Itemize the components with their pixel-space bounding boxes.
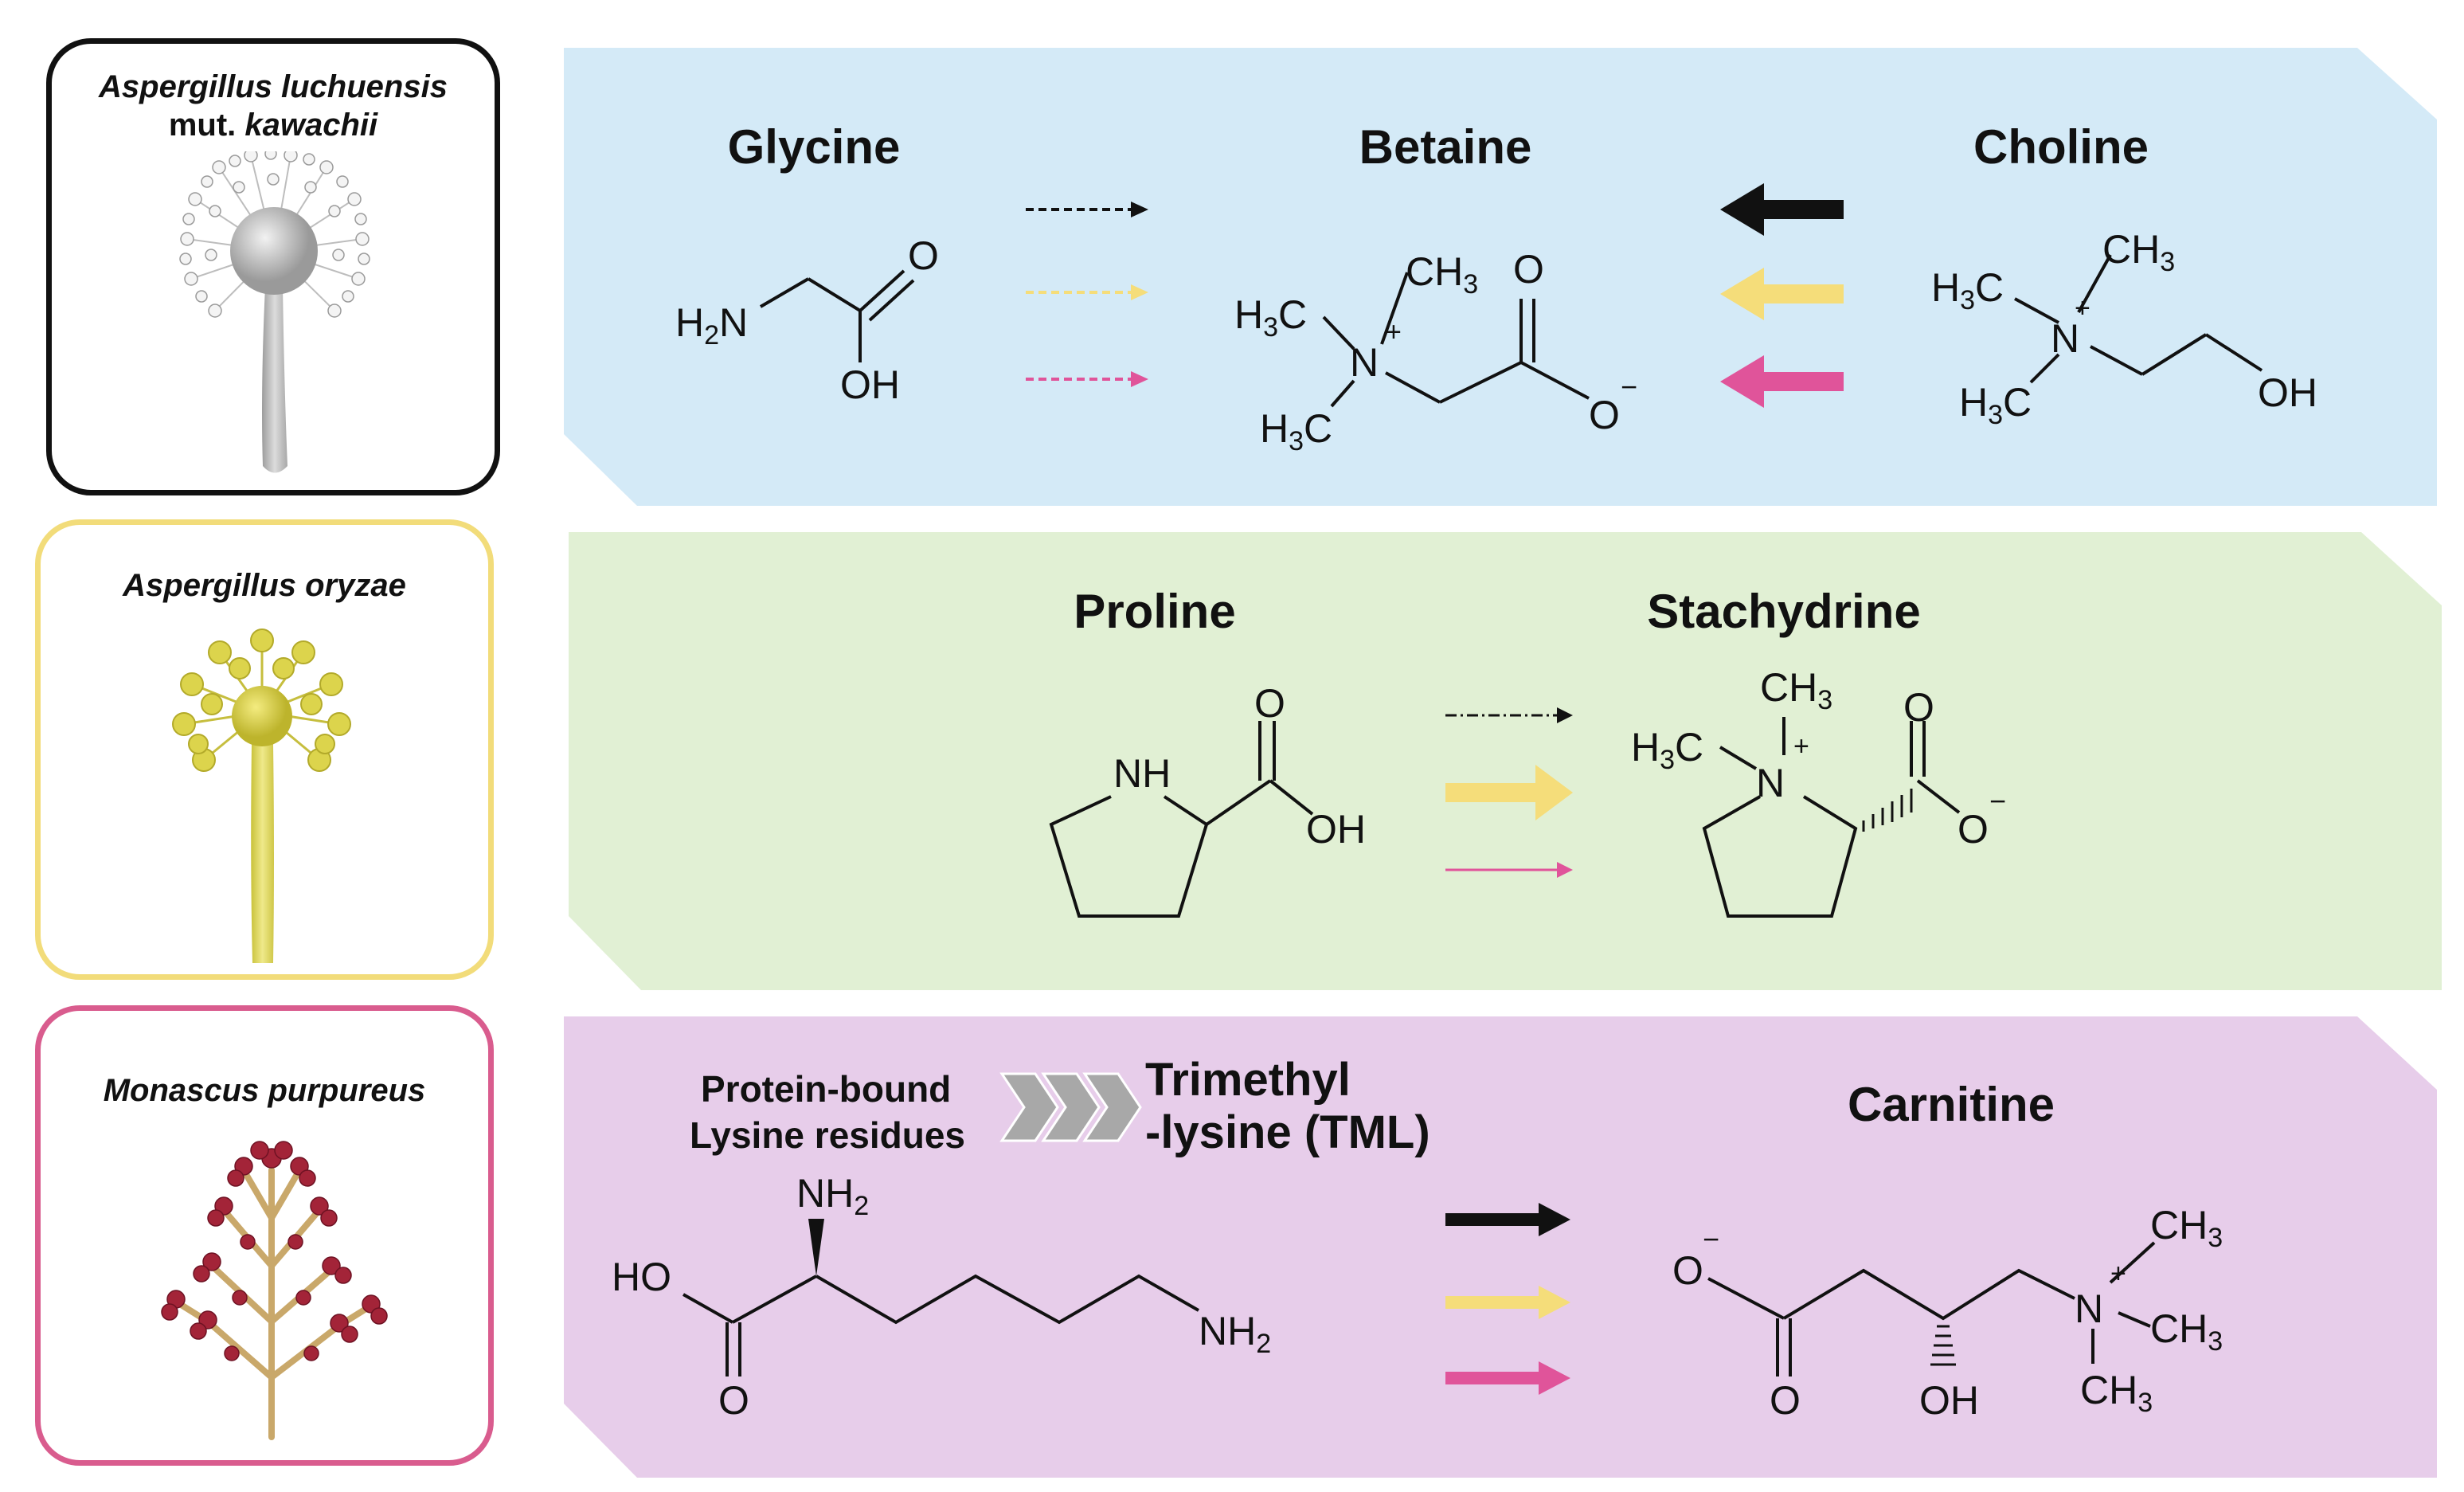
arrow-glycine-to-betaine-black-dashed bbox=[1026, 202, 1148, 217]
arrow-choline-to-betaine-pink bbox=[1720, 355, 1844, 408]
proline-structure bbox=[1049, 721, 1314, 918]
choline-plus: + bbox=[2075, 293, 2090, 323]
carnitine-minus: − bbox=[1703, 1223, 1719, 1255]
betaine-h3c-bottom: H3C bbox=[1260, 406, 1332, 456]
compound-title-choline: Choline bbox=[1973, 120, 2149, 174]
arrow-proline-to-stachydrine-black-dashdot bbox=[1445, 707, 1573, 723]
chevron-arrows-icon bbox=[999, 1072, 1142, 1142]
carnitine-ch3-right: CH3 bbox=[2150, 1306, 2223, 1357]
betaine-o-minus: O bbox=[1589, 393, 1620, 437]
carnitine-n: N bbox=[2075, 1286, 2103, 1331]
compound-title-betaine: Betaine bbox=[1359, 120, 1532, 174]
betaine-n: N bbox=[1350, 340, 1379, 385]
tml-label-line2: -lysine (TML) bbox=[1145, 1106, 1430, 1158]
betaine-plus: + bbox=[1386, 317, 1402, 347]
carnitine-o-minus: O bbox=[1672, 1248, 1703, 1293]
glycine-oh: OH bbox=[840, 362, 900, 407]
carnitine-ch3-top: CH3 bbox=[2150, 1203, 2223, 1253]
stachydrine-structure bbox=[1702, 717, 1961, 918]
carnitine-oh: OH bbox=[1919, 1378, 1979, 1423]
arrow-tml-to-carnitine-black bbox=[1445, 1203, 1570, 1236]
organism-name-monascus: Monascus purpureus bbox=[103, 1073, 426, 1108]
organism-name-kawachii: Aspergillus luchuensis mut. kawachii bbox=[52, 68, 495, 144]
aspergillus-white-conidiophore-icon bbox=[179, 151, 370, 473]
stachydrine-hashed-wedge bbox=[1862, 789, 1913, 832]
tml-label-line1: Trimethyl bbox=[1145, 1054, 1351, 1106]
stachydrine-plus: + bbox=[1793, 731, 1809, 762]
proline-oh: OH bbox=[1306, 807, 1366, 852]
panel-1-background bbox=[564, 48, 2437, 506]
choline-h3c-bottom: H3C bbox=[1959, 380, 2032, 430]
compound-title-carnitine: Carnitine bbox=[1847, 1078, 2055, 1131]
choline-oh: OH bbox=[2258, 370, 2317, 415]
arrow-choline-to-betaine-black bbox=[1720, 183, 1844, 236]
proline-o: O bbox=[1254, 681, 1285, 726]
carnitine-o-bottom: O bbox=[1770, 1378, 1801, 1423]
organism-card-monascus: Monascus purpureus bbox=[35, 1005, 494, 1466]
organism-name-line2-italic: kawachii bbox=[244, 108, 378, 143]
glycine-structure bbox=[759, 269, 915, 362]
choline-n: N bbox=[2051, 316, 2079, 361]
glycine-o: O bbox=[908, 233, 939, 278]
arrow-glycine-to-betaine-yellow-dashed bbox=[1026, 284, 1148, 300]
panel-2-background bbox=[569, 532, 2442, 990]
arrow-proline-to-stachydrine-pink bbox=[1445, 862, 1573, 878]
arrow-proline-to-stachydrine-yellow bbox=[1445, 765, 1573, 820]
arrow-tml-to-carnitine-yellow bbox=[1445, 1286, 1570, 1319]
lysine-structure bbox=[682, 1274, 1199, 1376]
organism-name-line2-plain: mut. bbox=[168, 108, 245, 143]
choline-structure bbox=[2014, 254, 2263, 384]
betaine-minus: − bbox=[1621, 370, 1637, 403]
source-label-line2: Lysine residues bbox=[690, 1114, 966, 1156]
lysine-o: O bbox=[718, 1378, 749, 1423]
arrow-choline-to-betaine-yellow bbox=[1720, 268, 1844, 320]
stachydrine-n: N bbox=[1756, 761, 1785, 805]
compound-title-proline: Proline bbox=[1074, 585, 1236, 638]
lysine-ho: HO bbox=[612, 1255, 671, 1299]
stachydrine-o-top: O bbox=[1903, 685, 1934, 730]
compound-title-glycine: Glycine bbox=[727, 120, 901, 174]
monascus-red-branching-icon bbox=[161, 1141, 388, 1440]
stachydrine-minus: − bbox=[1989, 785, 2006, 817]
carnitine-plus: + bbox=[2110, 1259, 2126, 1289]
lysine-wedge-bond bbox=[808, 1219, 824, 1276]
betaine-structure bbox=[1322, 272, 1590, 408]
organism-name-line1: Aspergillus luchuensis bbox=[99, 69, 448, 104]
arrow-glycine-to-betaine-pink-dashed bbox=[1026, 371, 1148, 387]
organism-card-oryzae: Aspergillus oryzae bbox=[35, 519, 494, 980]
betaine-o-top: O bbox=[1513, 247, 1544, 292]
organism-name-oryzae: Aspergillus oryzae bbox=[123, 568, 406, 603]
compound-title-stachydrine: Stachydrine bbox=[1647, 585, 1921, 638]
carnitine-hashed-wedge bbox=[1930, 1325, 1956, 1366]
organism-card-kawachii: Aspergillus luchuensis mut. kawachii bbox=[46, 38, 500, 495]
arrow-tml-to-carnitine-pink bbox=[1445, 1361, 1570, 1395]
source-label-line1: Protein-bound bbox=[701, 1068, 952, 1110]
proline-nh: NH bbox=[1113, 751, 1171, 796]
aspergillus-yellow-conidiophore-icon bbox=[172, 629, 351, 963]
carnitine-structure bbox=[1707, 1241, 2156, 1376]
stachydrine-o-minus: O bbox=[1958, 807, 1989, 852]
